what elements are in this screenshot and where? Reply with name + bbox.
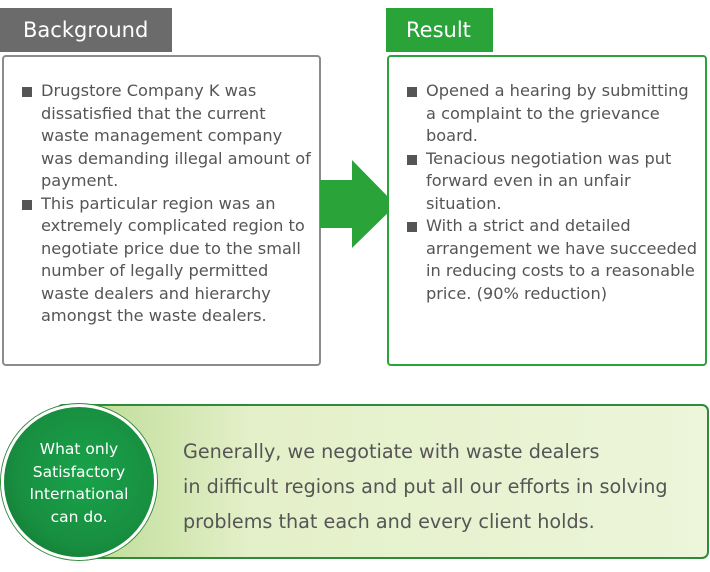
background-item-text: Drugstore Company K was dissatisfied tha… — [41, 81, 311, 190]
badge-line: International — [29, 485, 129, 503]
badge-text: What only Satisfactory International can… — [1, 438, 157, 528]
background-item: This particular region was an extremely … — [22, 193, 312, 328]
bullet-square-icon — [407, 222, 417, 232]
result-tab: Result — [386, 8, 493, 52]
background-item-text: This particular region was an extremely … — [41, 193, 305, 326]
summary-text: Generally, we negotiate with waste deale… — [183, 434, 703, 539]
result-item-text: With a strict and detailed arrangement w… — [426, 216, 697, 303]
result-list: Opened a hearing by submitting a complai… — [407, 80, 699, 305]
badge-line: can do. — [50, 507, 108, 526]
bullet-square-icon — [22, 87, 32, 97]
badge-line: What only — [39, 440, 119, 458]
summary-line: problems that each and every client hold… — [183, 510, 595, 533]
badge-circle — [1, 404, 157, 560]
background-title: Background — [23, 18, 149, 42]
result-title: Result — [406, 18, 471, 42]
summary-line: in difficult regions and put all our eff… — [183, 475, 668, 498]
background-item: Drugstore Company K was dissatisfied tha… — [22, 80, 312, 193]
summary-line: Generally, we negotiate with waste deale… — [183, 440, 600, 463]
badge-line: Satisfactory — [32, 462, 126, 481]
bullet-square-icon — [407, 87, 417, 97]
bullet-square-icon — [407, 154, 417, 165]
bullet-square-icon — [22, 199, 32, 210]
background-list: Drugstore Company K was dissatisfied tha… — [22, 80, 312, 328]
result-item: Tenacious negotiation was put forward ev… — [407, 148, 699, 216]
result-box: Opened a hearing by submitting a complai… — [387, 55, 707, 366]
result-item-text: Opened a hearing by submitting a complai… — [426, 81, 689, 145]
result-item: With a strict and detailed arrangement w… — [407, 215, 699, 305]
right-arrow-icon — [320, 160, 396, 248]
result-item: Opened a hearing by submitting a complai… — [407, 80, 699, 148]
background-tab: Background — [0, 8, 172, 52]
background-box: Drugstore Company K was dissatisfied tha… — [2, 55, 321, 366]
result-item-text: Tenacious negotiation was put forward ev… — [426, 148, 672, 213]
